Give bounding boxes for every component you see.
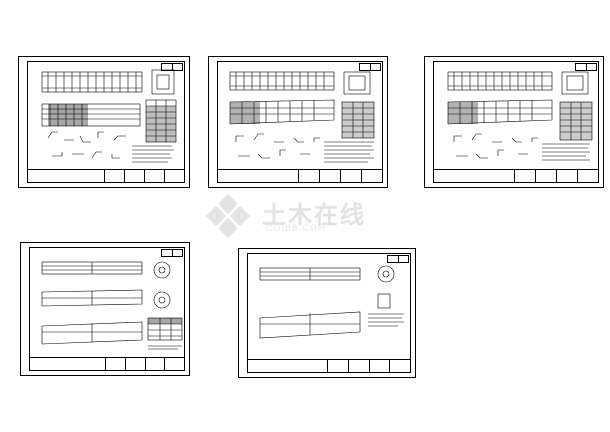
title-cell xyxy=(164,170,184,182)
title-cell xyxy=(164,358,184,370)
drawing-frame xyxy=(29,247,185,371)
title-block xyxy=(28,169,184,182)
drawing-sheet-4[interactable] xyxy=(20,242,190,376)
rebar-elevation-drawing xyxy=(41,69,177,163)
title-cell xyxy=(361,170,382,182)
drawing-sheet-2[interactable] xyxy=(208,56,388,188)
title-block xyxy=(30,357,184,370)
title-cell xyxy=(340,170,361,182)
drawing-frame xyxy=(217,61,383,183)
title-cell xyxy=(556,170,577,182)
title-cell xyxy=(124,170,144,182)
sheet-tag-right xyxy=(171,64,183,70)
title-cell xyxy=(577,170,598,182)
title-cell xyxy=(30,358,105,370)
title-block xyxy=(434,169,598,182)
title-cell xyxy=(28,170,104,182)
drawing-frame xyxy=(247,253,411,373)
title-cell xyxy=(319,170,340,182)
title-cell xyxy=(248,360,327,372)
sheet-tag xyxy=(359,63,381,71)
sheet-tag xyxy=(575,63,597,71)
sheet-tag-right xyxy=(369,64,381,70)
watermark-brand: 土木在线 xyxy=(262,201,366,229)
beam-elevation-drawing xyxy=(41,261,183,350)
watermark-site: COI88.COM xyxy=(266,224,327,234)
drawing-frame xyxy=(433,61,599,183)
sheet-tag-right xyxy=(397,256,409,262)
sheet-tag-right xyxy=(171,250,183,256)
title-cell xyxy=(144,170,164,182)
title-cell xyxy=(124,358,145,370)
title-block xyxy=(248,359,410,372)
title-cell xyxy=(105,358,125,370)
title-cell xyxy=(535,170,556,182)
diamond-logo-icon xyxy=(206,194,250,238)
drawing-sheet-3[interactable] xyxy=(424,56,604,188)
title-cell xyxy=(218,170,298,182)
title-cell xyxy=(434,170,514,182)
beam-elevation-drawing xyxy=(259,265,404,339)
sheet-tag-right xyxy=(585,64,597,70)
title-cell xyxy=(298,170,319,182)
watermark: 土木在线 COI88.COM xyxy=(200,192,420,240)
title-cell xyxy=(389,360,410,372)
title-cell xyxy=(368,360,390,372)
sheet-tag xyxy=(161,63,183,71)
title-cell xyxy=(144,358,165,370)
title-cell xyxy=(327,360,348,372)
title-cell xyxy=(104,170,124,182)
drawing-sheet-5[interactable] xyxy=(238,248,416,378)
title-cell xyxy=(514,170,535,182)
rebar-elevation-drawing xyxy=(447,71,593,161)
title-cell xyxy=(347,360,369,372)
title-block xyxy=(218,169,382,182)
sheet-tag xyxy=(161,249,183,257)
drawing-sheet-1[interactable] xyxy=(18,56,190,188)
sheet-tag xyxy=(387,255,409,263)
drawing-frame xyxy=(27,61,185,183)
rebar-elevation-drawing xyxy=(229,71,375,163)
